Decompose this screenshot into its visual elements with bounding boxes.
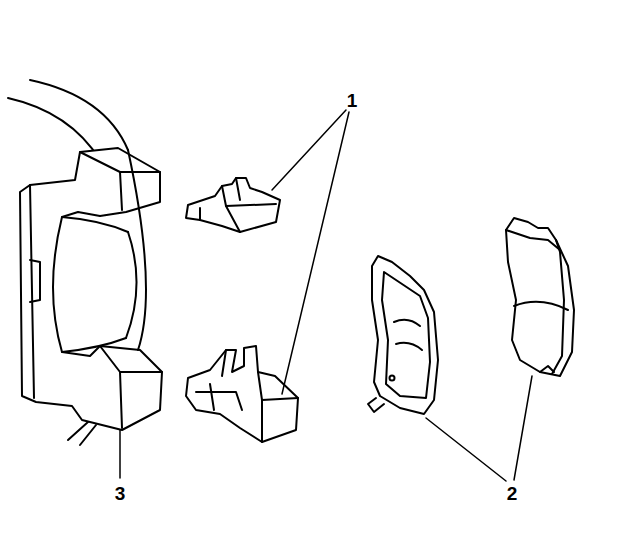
- pad-edge: [552, 240, 564, 374]
- bracket-edge: [100, 346, 162, 372]
- clip-edge: [258, 372, 298, 400]
- leader-line: [282, 112, 349, 394]
- rotor-edge: [30, 80, 128, 150]
- pad-edge: [540, 366, 554, 372]
- clip-edge: [199, 208, 201, 220]
- bracket-edge: [80, 152, 160, 172]
- caliper-bracket: [20, 148, 162, 430]
- pad-edge: [514, 302, 568, 310]
- clip-edge: [236, 178, 240, 200]
- callout-number: 1: [347, 91, 358, 110]
- brake-pad: [372, 256, 438, 414]
- leader-line: [272, 110, 346, 190]
- clip-edge: [261, 400, 263, 442]
- pad-edge: [506, 230, 560, 250]
- bracket-edge: [30, 260, 40, 302]
- leader-line: [426, 418, 506, 481]
- pad-edge: [368, 398, 384, 412]
- clip-edge: [196, 392, 242, 410]
- pad-edge: [382, 272, 430, 398]
- pad-hole: [390, 376, 395, 381]
- callout-number: 3: [115, 484, 126, 503]
- bracket-edge: [62, 217, 128, 232]
- bracket-edge: [120, 172, 122, 210]
- bracket-edge: [120, 372, 122, 428]
- clip-edge: [226, 206, 240, 232]
- clip-edge: [222, 350, 226, 376]
- pad-edge: [396, 343, 422, 350]
- clip-edge: [222, 186, 276, 206]
- callout-number: 2: [507, 484, 518, 503]
- pad-edge: [394, 320, 420, 326]
- abutment-clip: [186, 178, 280, 232]
- leader-line: [119, 430, 121, 478]
- bracket-edge: [62, 338, 126, 352]
- bracket-edge: [126, 232, 137, 338]
- brake-pad: [506, 218, 574, 376]
- abutment-clip: [186, 346, 298, 442]
- hose: [80, 425, 96, 445]
- bracket-edge: [128, 150, 146, 350]
- clip-edge: [210, 384, 214, 410]
- leader-line: [514, 376, 532, 480]
- bracket-edge: [30, 185, 34, 398]
